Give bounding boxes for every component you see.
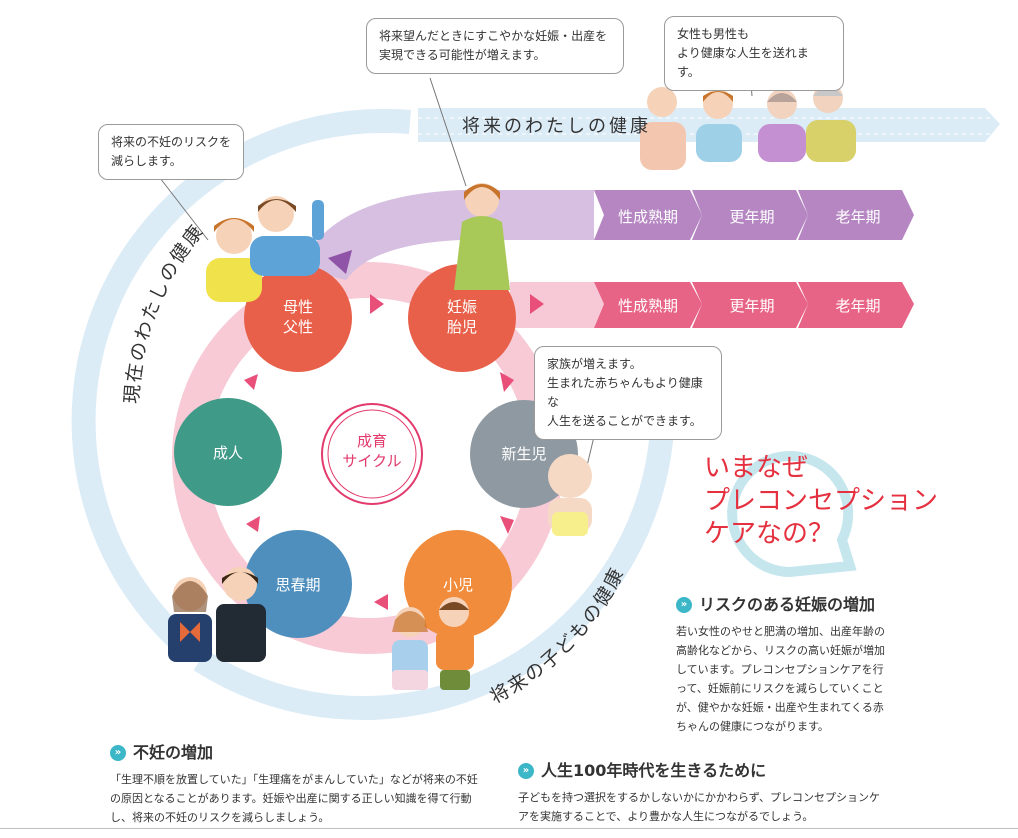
parents-illustration <box>206 196 324 302</box>
upper-band-label-2: 更年期 <box>729 208 774 226</box>
upper-band-arrow <box>328 250 352 274</box>
upper-band-curve <box>300 190 594 280</box>
current-health-arc <box>71 108 412 660</box>
double-chevron-icon: » <box>110 745 126 761</box>
future-child-health-arc <box>193 429 674 721</box>
future-health-label: 将来のわたしの健康 <box>462 116 651 137</box>
pregnant-woman-illustration <box>454 183 510 290</box>
stage-pregnancy-circle <box>408 264 516 372</box>
upper-band-label-1: 性成熟期 <box>618 208 678 226</box>
teenagers-illustration <box>168 567 266 662</box>
infertility-section-body: 「生理不順を放置していた」「生理痛をがまんしていた」などが将来の不妊の原因となる… <box>110 773 478 824</box>
life100-section-body: 子どもを持つ選択をするかしないかにかかわらず、プレコンセプションケアを実施するこ… <box>518 791 881 823</box>
risk-section-title: リスクのある妊娠の増加 <box>699 595 876 614</box>
infertility-section-title: 不妊の増加 <box>133 743 214 762</box>
future-pregnancy-bubble: 将来望んだときにすこやかな妊娠・出産を 実現できる可能性が増えます。 <box>366 18 624 74</box>
stage-newborn-label: 新生児 <box>501 445 546 463</box>
double-chevron-icon: » <box>518 763 534 779</box>
lower-band-label-1: 性成熟期 <box>618 297 678 315</box>
stage-parents-circle <box>244 264 352 372</box>
stage-parents-label: 母性父性 <box>283 298 313 336</box>
center-circle <box>321 403 423 505</box>
lower-band-label-2: 更年期 <box>729 297 774 315</box>
infertility-risk-bubble: 将来の不妊のリスクを 減らします。 <box>98 124 244 180</box>
family-bubble: 家族が増えます。 生まれた赤ちゃんもより健康な 人生を送ることができます。 <box>534 346 722 440</box>
risk-section-body: 若い女性のやせと肥満の増加、出産年齢の高齢化などから、リスクの高い妊娠が増加して… <box>676 625 885 733</box>
lower-band-base <box>510 282 604 328</box>
life100-section: » 人生100年時代を生きるために 子どもを持つ選択をするかしないかにかかわらず、… <box>518 760 890 826</box>
future-family-illustration <box>640 83 856 170</box>
stage-child-circle <box>404 530 512 638</box>
stage-adult-circle <box>174 398 282 506</box>
baby-illustration <box>548 454 592 536</box>
center-label: 成育サイクル <box>342 432 401 470</box>
everyone-bubble: 女性も男性も より健康な人生を送れます。 <box>664 16 844 91</box>
stage-puberty-circle <box>244 530 352 638</box>
stage-pregnancy-label: 妊娠胎児 <box>447 298 477 336</box>
upper-band-label-3: 老年期 <box>835 208 880 226</box>
why-title: いまなぜ プレコンセプション ケアなの？ <box>704 453 939 549</box>
stage-adult-label: 成人 <box>213 444 243 462</box>
infertility-section: » 不妊の増加 「生理不順を放置していた」「生理痛をがまんしていた」などが将来の不… <box>110 742 486 827</box>
stage-puberty-label: 思春期 <box>275 576 320 594</box>
why-bubble-outline <box>727 451 857 578</box>
cycle-arrows <box>244 294 544 610</box>
lower-band-label-3: 老年期 <box>835 297 880 315</box>
life100-section-title: 人生100年時代を生きるために <box>541 761 767 780</box>
double-chevron-icon: » <box>676 597 692 613</box>
page-divider <box>0 828 1018 829</box>
stage-child-label: 小児 <box>443 576 473 594</box>
risk-section: » リスクのある妊娠の増加 若い女性のやせと肥満の増加、出産年齢の高齢化などから、… <box>676 594 890 736</box>
children-illustration <box>392 597 474 690</box>
